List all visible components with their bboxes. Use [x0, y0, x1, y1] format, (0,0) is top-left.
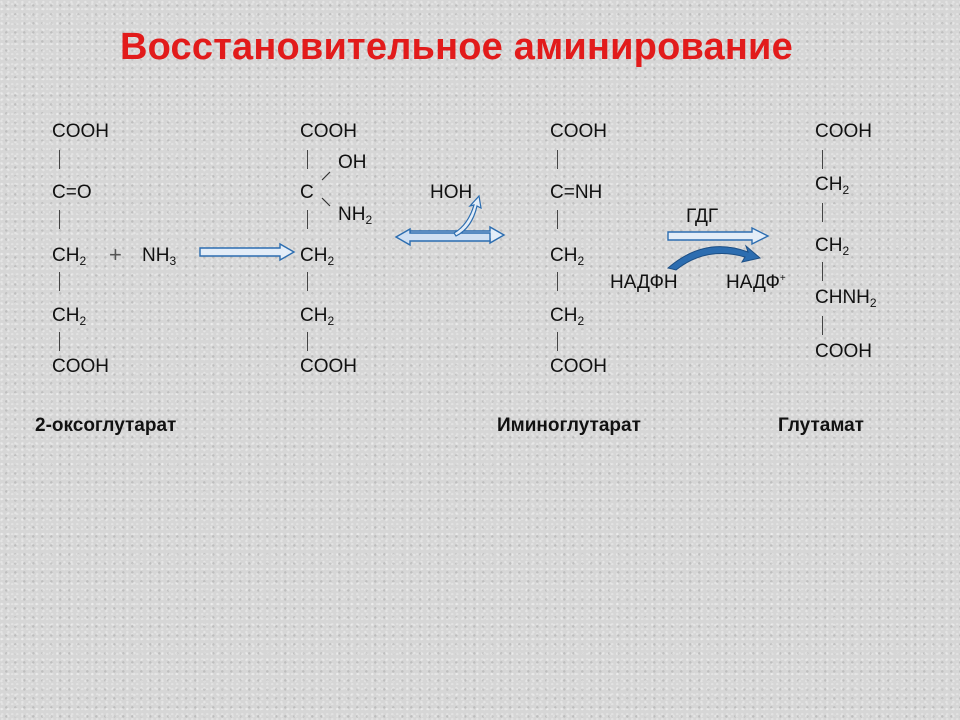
- m2-bond-3: [307, 272, 308, 291]
- enzyme-label: ГДГ: [686, 206, 719, 227]
- nadp-label: НАДФ+: [726, 272, 786, 293]
- m3-cooh-top: COOH: [550, 121, 607, 142]
- m2-ch2-b: CH2: [300, 305, 335, 328]
- m1-bond-2: [59, 210, 60, 229]
- cofactor-curved-arrow: [666, 244, 762, 271]
- m3-ch2-a: CH2: [550, 245, 585, 268]
- label-iminoglutarate: Иминоглутарат: [497, 415, 641, 436]
- m4-bond-2: [822, 203, 823, 222]
- m3-ch2-b: CH2: [550, 305, 585, 328]
- m3-imine: C=NH: [550, 182, 603, 203]
- m1-ch2-a: CH2: [52, 245, 87, 268]
- m1-cooh-bottom: COOH: [52, 356, 109, 377]
- m2-carbon: C: [300, 182, 314, 203]
- m4-bond-3: [822, 262, 823, 281]
- slide-title: Восстановительное аминирование: [120, 26, 793, 68]
- equilibrium-arrows: [394, 225, 506, 247]
- m2-bond-1: [307, 150, 308, 169]
- m2-oh-bond: [321, 171, 331, 181]
- m1-bond-4: [59, 332, 60, 351]
- m2-cooh-bottom: COOH: [300, 356, 357, 377]
- plus-sign: +: [109, 242, 122, 267]
- m4-ch2-a: CH2: [815, 174, 850, 197]
- m2-nh2-bond: [321, 197, 331, 207]
- ammonia: NH3: [142, 245, 177, 268]
- m1-bond-1: [59, 150, 60, 169]
- water-out-arrow: [453, 194, 482, 237]
- m4-ch2-b: CH2: [815, 235, 850, 258]
- m1-ch2-b: CH2: [52, 305, 87, 328]
- m3-bond-2: [557, 210, 558, 229]
- m2-hydroxyl: OH: [338, 152, 367, 173]
- m4-bond-1: [822, 150, 823, 169]
- m2-bond-2: [307, 210, 308, 229]
- m3-cooh-bottom: COOH: [550, 356, 607, 377]
- m2-bond-4: [307, 332, 308, 351]
- label-glutamate: Глутамат: [778, 415, 864, 436]
- water-label: HOH: [430, 182, 473, 203]
- label-2-oxoglutarate: 2-оксоглутарат: [35, 415, 177, 436]
- m3-bond-3: [557, 272, 558, 291]
- m2-cooh-top: COOH: [300, 121, 357, 142]
- m3-bond-1: [557, 150, 558, 169]
- m2-amino: NH2: [338, 204, 373, 227]
- m1-carbonyl: C=O: [52, 182, 92, 203]
- nadph-label: НАДФН: [610, 272, 678, 293]
- arrow-right-enzyme: [667, 226, 770, 246]
- m4-chnh2: CHNH2: [815, 287, 877, 310]
- m4-cooh-bottom: COOH: [815, 341, 872, 362]
- m2-ch2-a: CH2: [300, 245, 335, 268]
- m4-bond-4: [822, 316, 823, 335]
- m1-cooh-top: COOH: [52, 121, 109, 142]
- arrow-right-1: [199, 242, 296, 262]
- m4-cooh-top: COOH: [815, 121, 872, 142]
- m1-bond-3: [59, 272, 60, 291]
- m3-bond-4: [557, 332, 558, 351]
